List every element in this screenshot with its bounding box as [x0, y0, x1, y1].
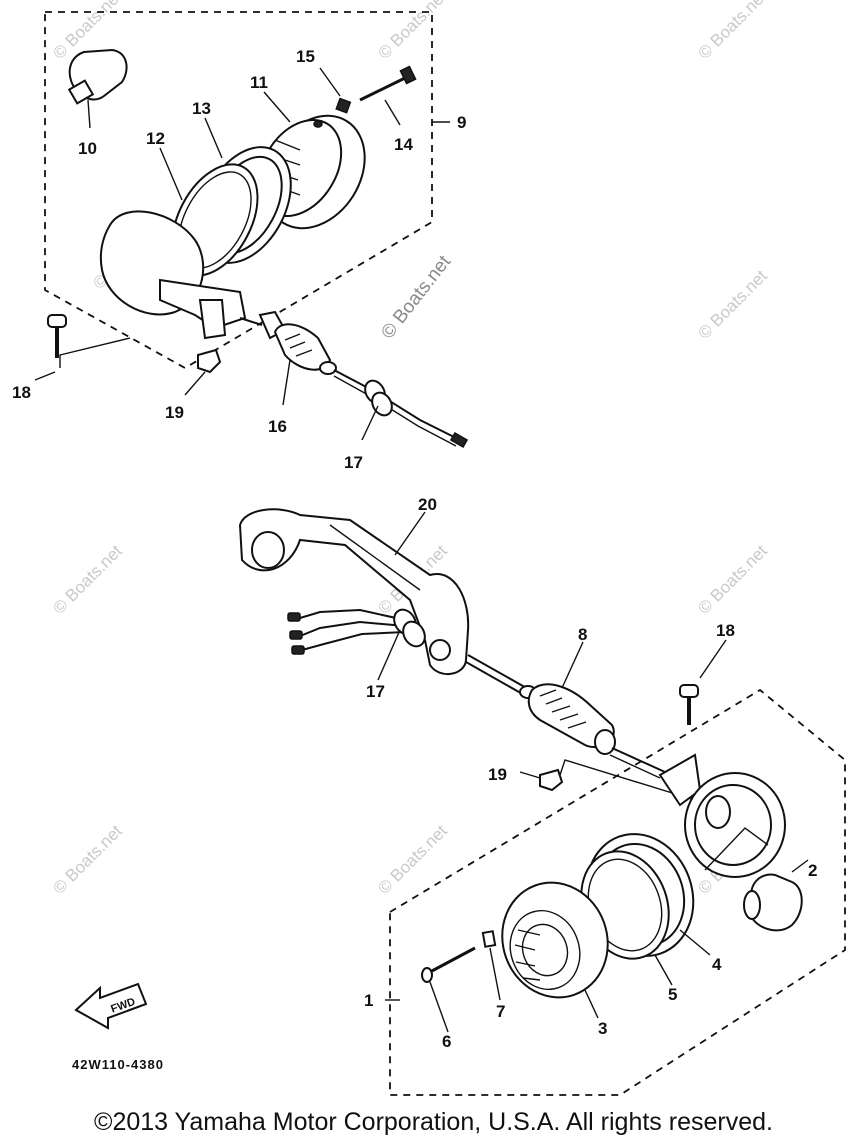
wire-harness-17 — [287, 608, 426, 655]
lens-3 — [501, 881, 609, 999]
wire-top — [333, 369, 461, 441]
parts-exploded-diagram: © Boats.net © Boats.net © Boats.net © Bo… — [12, 0, 846, 1096]
label-1: 1 — [364, 991, 373, 1010]
grommet-17-top — [364, 379, 393, 417]
label-11: 11 — [250, 73, 268, 92]
socket-16 — [239, 310, 337, 375]
screw-6 — [421, 946, 476, 983]
connector-top — [449, 432, 469, 448]
drawing-code: 42W110-4380 — [72, 1057, 164, 1072]
label-7: 7 — [496, 1002, 505, 1021]
label-16: 16 — [268, 417, 287, 436]
label-10: 10 — [78, 139, 97, 158]
label-18-top: 18 — [12, 383, 31, 402]
stem-8 — [465, 654, 666, 779]
watermark: © Boats.net — [49, 821, 126, 898]
top-signal-assembly — [34, 11, 469, 448]
label-12: 12 — [146, 129, 165, 148]
grommet-19-top — [197, 348, 222, 374]
nut-15 — [335, 97, 352, 114]
label-20: 20 — [418, 495, 437, 514]
label-13: 13 — [192, 99, 211, 118]
bracket-assembly — [238, 508, 666, 779]
label-2: 2 — [808, 861, 817, 880]
label-4: 4 — [712, 955, 722, 974]
bulb-10 — [67, 48, 128, 105]
watermark: © Boats.net — [374, 821, 451, 898]
nut-7 — [481, 930, 497, 948]
screw-18-top — [47, 314, 67, 358]
watermark: © Boats.net — [694, 0, 771, 63]
label-17-bottom: 17 — [366, 682, 385, 701]
label-6: 6 — [442, 1032, 451, 1051]
grommet-19-bottom — [539, 768, 564, 792]
bulb-2 — [743, 873, 803, 932]
label-17-top: 17 — [344, 453, 363, 472]
watermark: © Boats.net — [694, 541, 771, 618]
signal-body — [99, 210, 247, 340]
fwd-arrow-icon: FWD — [74, 982, 148, 1030]
copyright-notice: ©2013 Yamaha Motor Corporation, U.S.A. A… — [94, 1108, 773, 1136]
part-labels: 10 12 13 11 15 14 9 18 19 16 17 20 8 18 … — [12, 47, 817, 1051]
label-18-bottom: 18 — [716, 621, 735, 640]
label-5: 5 — [668, 985, 677, 1004]
watermark: © Boats.net — [374, 0, 451, 63]
watermark: © Boats.net — [694, 266, 771, 343]
watermark: © Boats.net — [377, 251, 455, 343]
bracket-20 — [238, 508, 470, 675]
assembly-1-outline — [389, 688, 846, 1096]
label-15: 15 — [296, 47, 315, 66]
label-3: 3 — [598, 1019, 607, 1038]
label-8: 8 — [578, 625, 587, 644]
label-9: 9 — [457, 113, 466, 132]
housing-body — [658, 753, 786, 878]
label-19-bottom: 19 — [488, 765, 507, 784]
label-14: 14 — [394, 135, 413, 154]
watermark: © Boats.net — [49, 541, 126, 618]
screw-18-bottom — [679, 684, 699, 725]
screw-14 — [359, 65, 417, 102]
bottom-signal-assembly — [385, 639, 846, 1096]
label-19-top: 19 — [165, 403, 184, 422]
